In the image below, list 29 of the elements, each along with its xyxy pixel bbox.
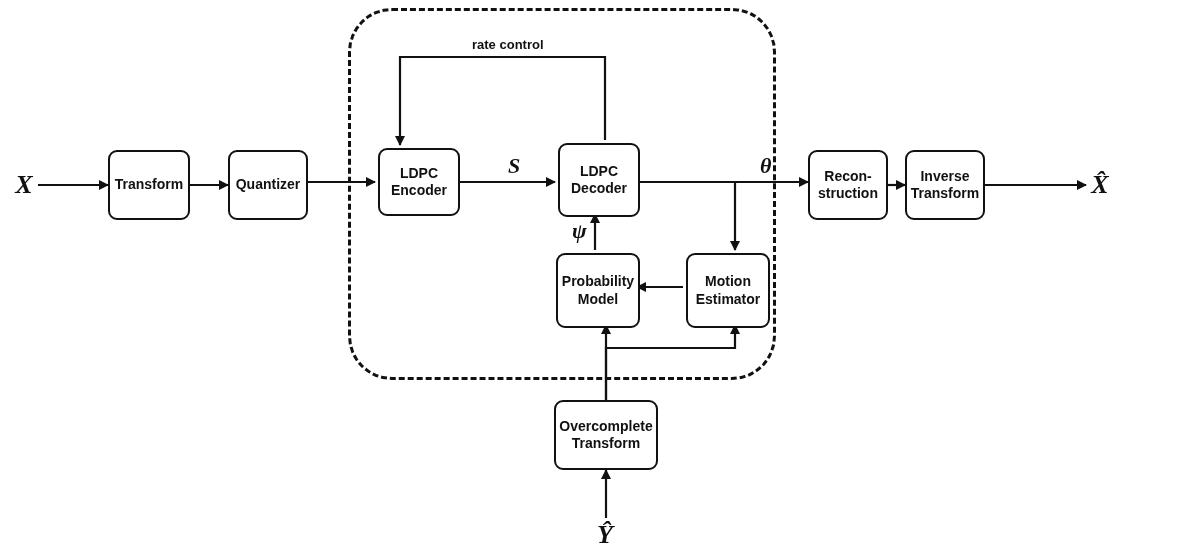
node-label: Recon- struction — [817, 167, 879, 203]
signal-label: X̂ — [1086, 168, 1114, 202]
process-box — [554, 400, 658, 470]
arrow — [395, 55, 607, 146]
arrow — [985, 180, 1087, 190]
dashed-boundary — [348, 8, 776, 380]
node-label: Transform — [114, 176, 184, 194]
process-box — [228, 150, 308, 220]
arrow — [190, 180, 229, 190]
process-box — [558, 143, 640, 217]
process-box — [108, 150, 190, 220]
process-box — [808, 150, 888, 220]
process-box — [905, 150, 985, 220]
node-label: Motion Estimator — [694, 273, 762, 308]
node-label: LDPC Encoder — [390, 164, 448, 200]
process-box — [686, 253, 770, 328]
arrow — [38, 180, 109, 190]
node-label: Probability Model — [560, 273, 636, 308]
arrow — [888, 180, 906, 190]
signal-label: Ŷ — [591, 518, 619, 552]
signal-label: X — [10, 168, 38, 202]
arrow — [601, 469, 611, 518]
node-label: Inverse Transform — [909, 167, 981, 203]
node-label: LDPC Decoder — [570, 162, 628, 198]
node-label: Quantizer — [235, 176, 301, 194]
node-label: Overcomplete Transform — [558, 417, 654, 453]
arrow — [308, 177, 376, 187]
process-box — [556, 253, 640, 328]
process-box — [378, 148, 460, 216]
